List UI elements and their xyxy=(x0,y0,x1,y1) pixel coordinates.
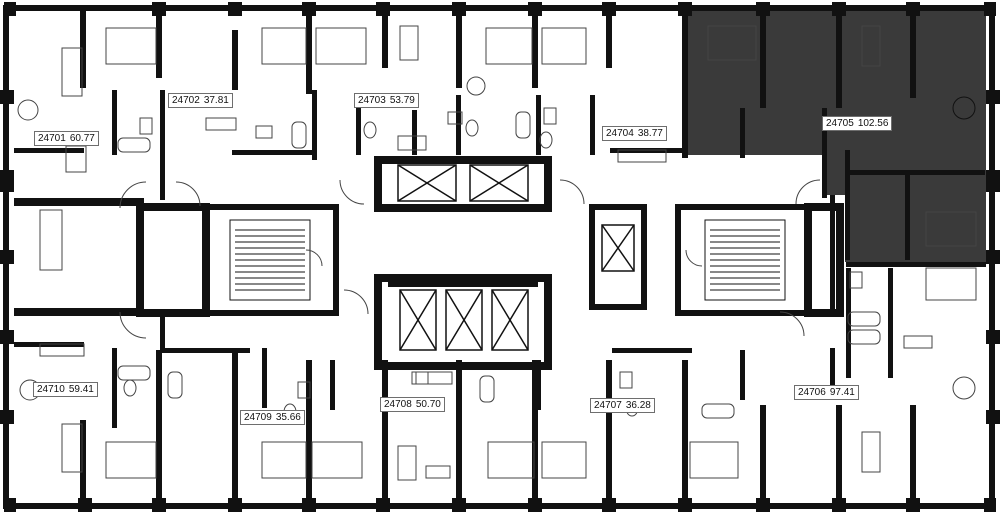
unit-area: 53.79 xyxy=(389,95,415,106)
unit-area: 59.41 xyxy=(68,384,94,395)
unit-number: 24703 xyxy=(358,95,386,106)
unit-area: 60.77 xyxy=(69,133,95,144)
unit-number: 24702 xyxy=(172,95,200,106)
interior-walls xyxy=(14,8,986,500)
unit-number: 24705 xyxy=(826,118,854,129)
door-swings xyxy=(119,179,821,339)
unit-number: 24708 xyxy=(384,399,412,410)
bathtub-icon xyxy=(117,111,881,419)
unit-area: 97.41 xyxy=(829,387,855,398)
unit-number: 24706 xyxy=(798,387,826,398)
building-core xyxy=(136,156,844,370)
unit-area: 37.81 xyxy=(203,95,229,106)
unit-number: 24701 xyxy=(38,133,66,144)
sink-icon xyxy=(139,107,863,399)
unit-number: 24709 xyxy=(244,412,272,423)
unit-area: 102.56 xyxy=(857,118,889,129)
unit-area: 50.70 xyxy=(415,399,441,410)
unit-number: 24707 xyxy=(594,400,622,411)
bed-icon xyxy=(105,25,977,479)
elevator-icon xyxy=(397,164,635,351)
unit-area: 36.28 xyxy=(625,400,651,411)
sofa-icon xyxy=(39,25,881,481)
unit-number: 24710 xyxy=(37,384,65,395)
table-icon xyxy=(17,76,976,479)
stove-icon xyxy=(39,117,933,385)
unit-area: 38.77 xyxy=(637,128,663,139)
unit-number: 24704 xyxy=(606,128,634,139)
stair-icon xyxy=(229,219,786,301)
unit-area: 35.66 xyxy=(275,412,301,423)
